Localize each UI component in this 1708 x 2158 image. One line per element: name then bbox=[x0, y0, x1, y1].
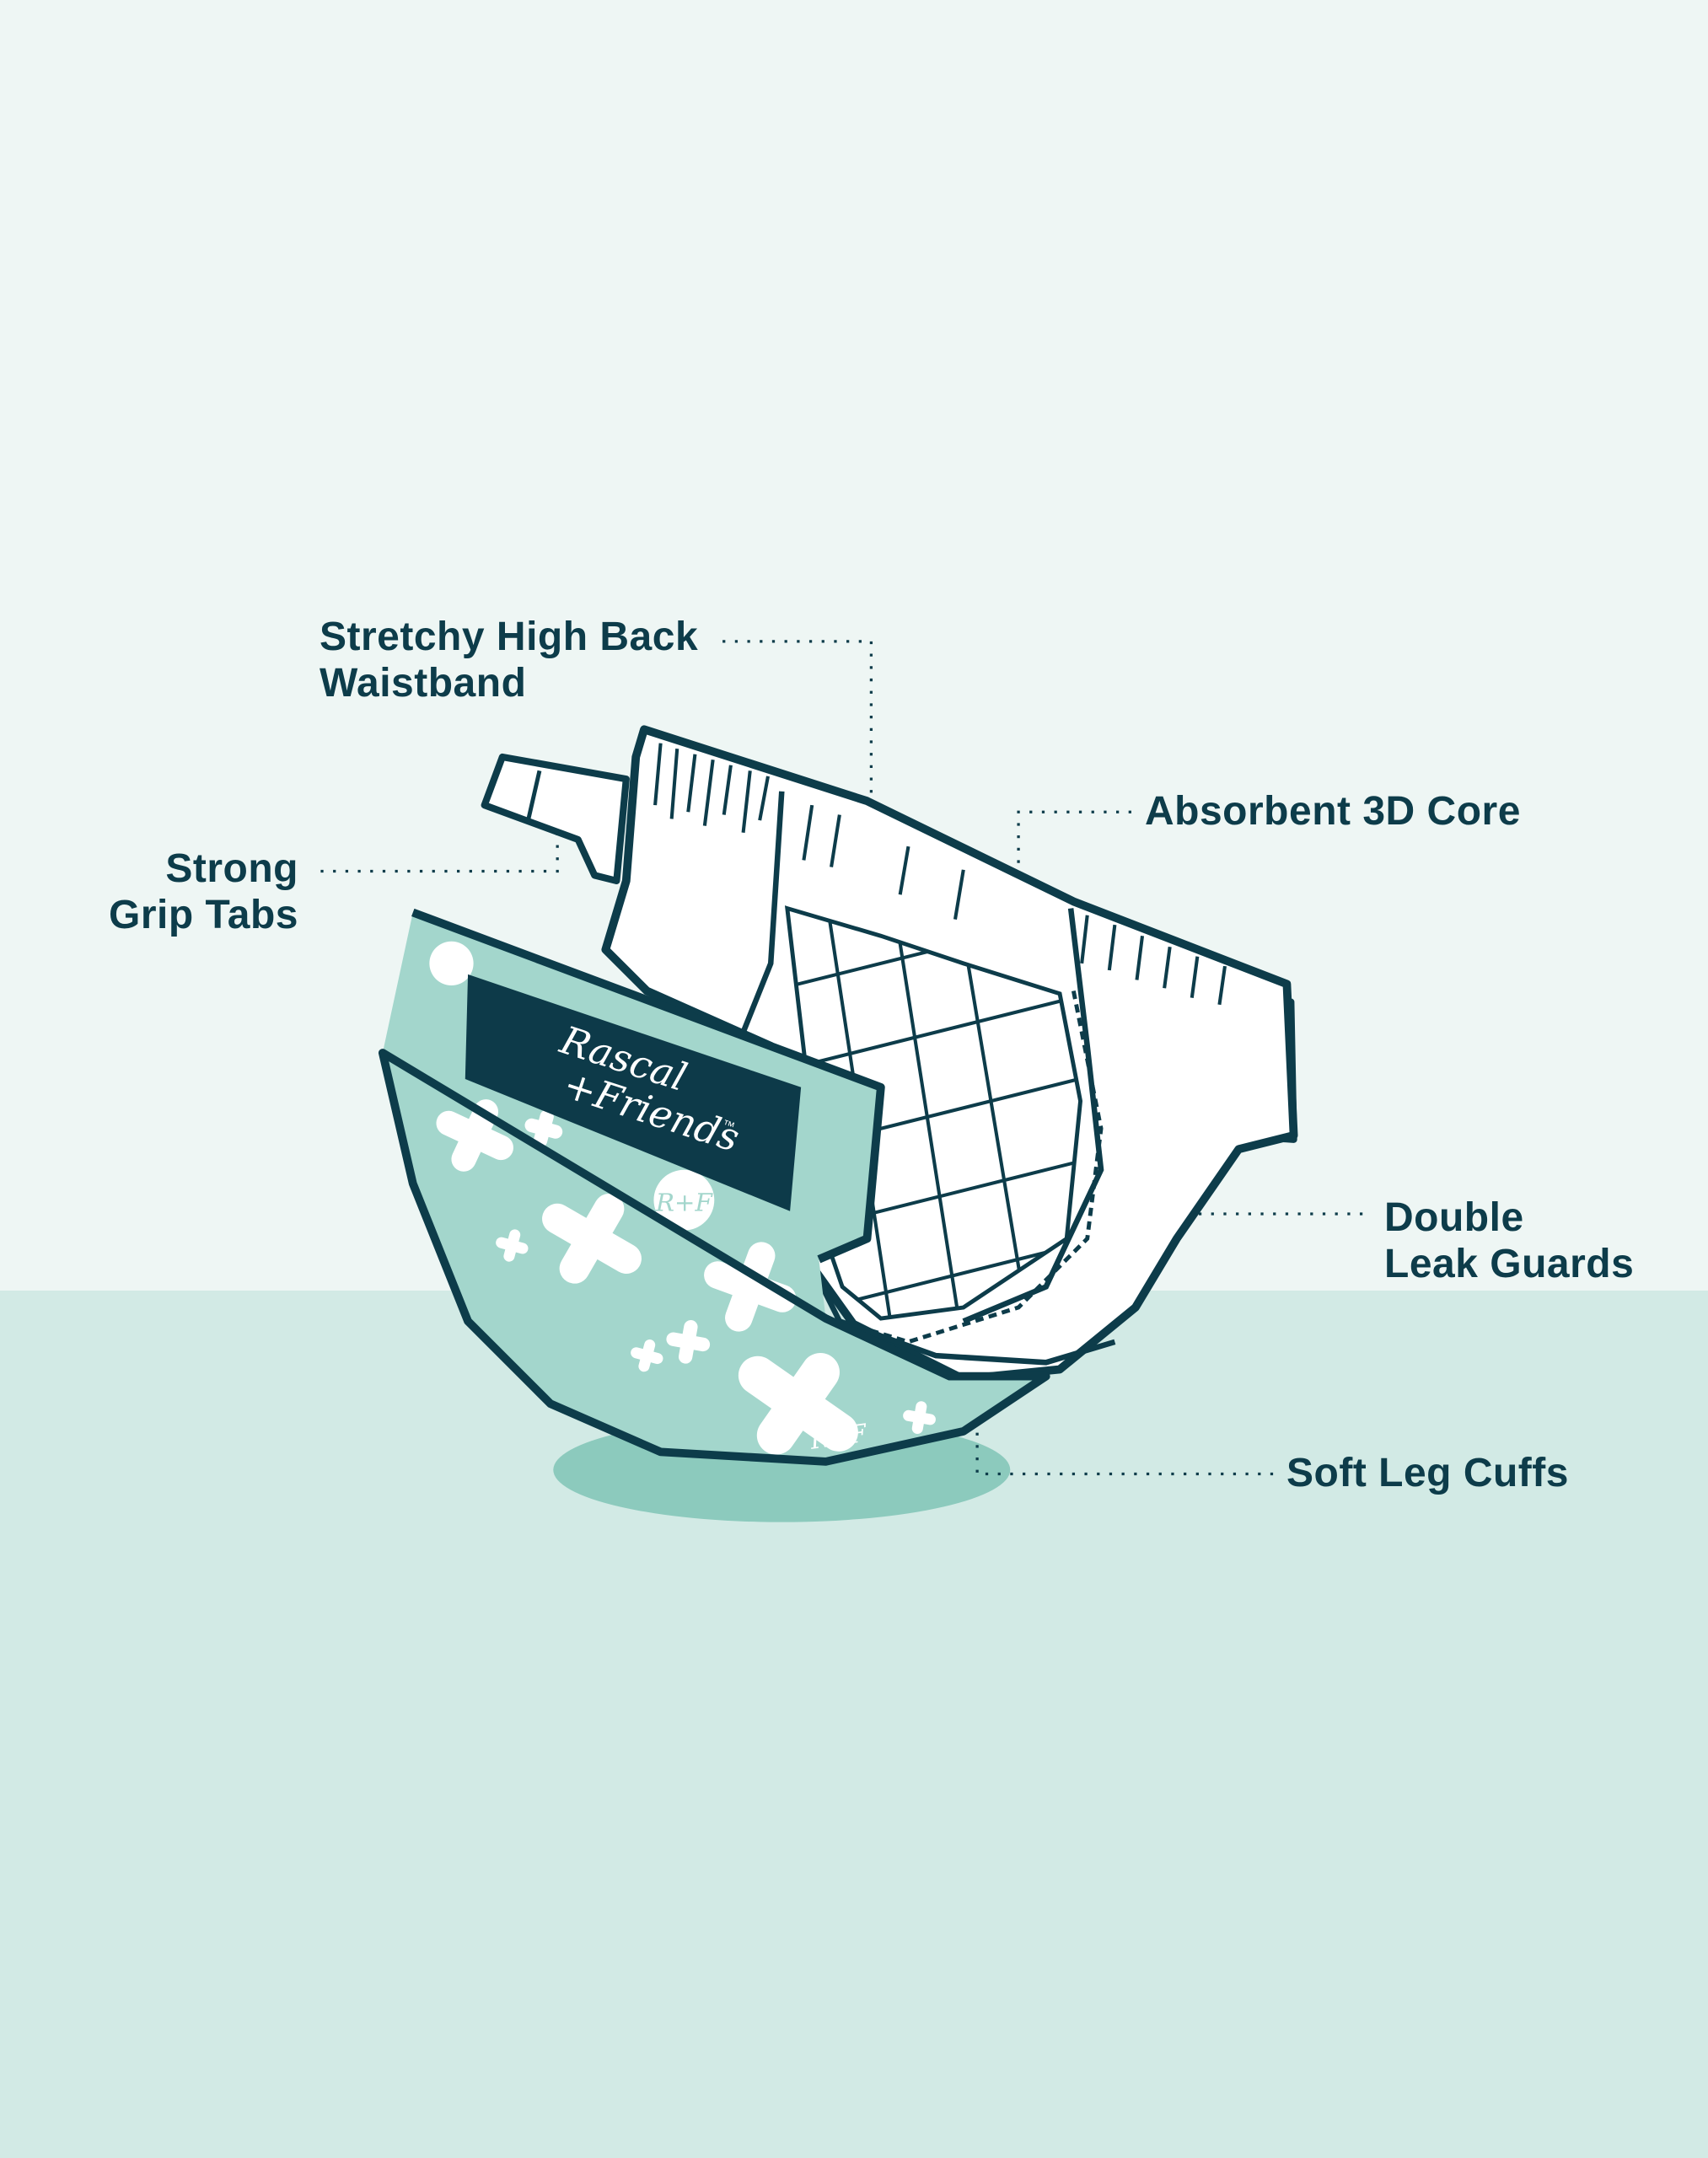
label-absorbent-core-line1: Absorbent 3D Core bbox=[1145, 789, 1521, 834]
monogram-text: R+F bbox=[655, 1189, 714, 1217]
label-waistband-line2: Waistband bbox=[320, 661, 527, 706]
tabs-leader bbox=[320, 791, 559, 873]
label-leak-guards-line1: Double bbox=[1384, 1195, 1524, 1240]
label-leg-cuffs: Soft Leg Cuffs bbox=[1286, 1450, 1569, 1496]
leak-guard bbox=[839, 990, 1104, 1345]
front-print-pattern bbox=[429, 941, 936, 1455]
leg-cuff bbox=[816, 1278, 1116, 1366]
monogram-badge bbox=[653, 1169, 715, 1231]
label-leg-cuffs-line1: Soft Leg Cuffs bbox=[1286, 1451, 1569, 1495]
label-grip-tabs-line2: Grip Tabs bbox=[109, 893, 298, 937]
label-grip-tabs-line1: Strong bbox=[165, 846, 298, 891]
label-leak-guards-line2: Leak Guards bbox=[1384, 1242, 1635, 1286]
left-grip-tab bbox=[481, 753, 630, 884]
label-leak-guards: Double Leak Guards bbox=[1384, 1194, 1634, 1287]
brand-logo-box bbox=[465, 974, 802, 1211]
label-absorbent-core: Absorbent 3D Core bbox=[1145, 788, 1521, 835]
label-grip-tabs: Strong Grip Tabs bbox=[109, 845, 298, 938]
inner-leg-seam bbox=[740, 791, 785, 1033]
label-waistband: Stretchy High Back Waistband bbox=[320, 614, 698, 706]
logo-trademark: ™ bbox=[720, 1118, 736, 1135]
label-waistband-line1: Stretchy High Back bbox=[320, 615, 699, 659]
